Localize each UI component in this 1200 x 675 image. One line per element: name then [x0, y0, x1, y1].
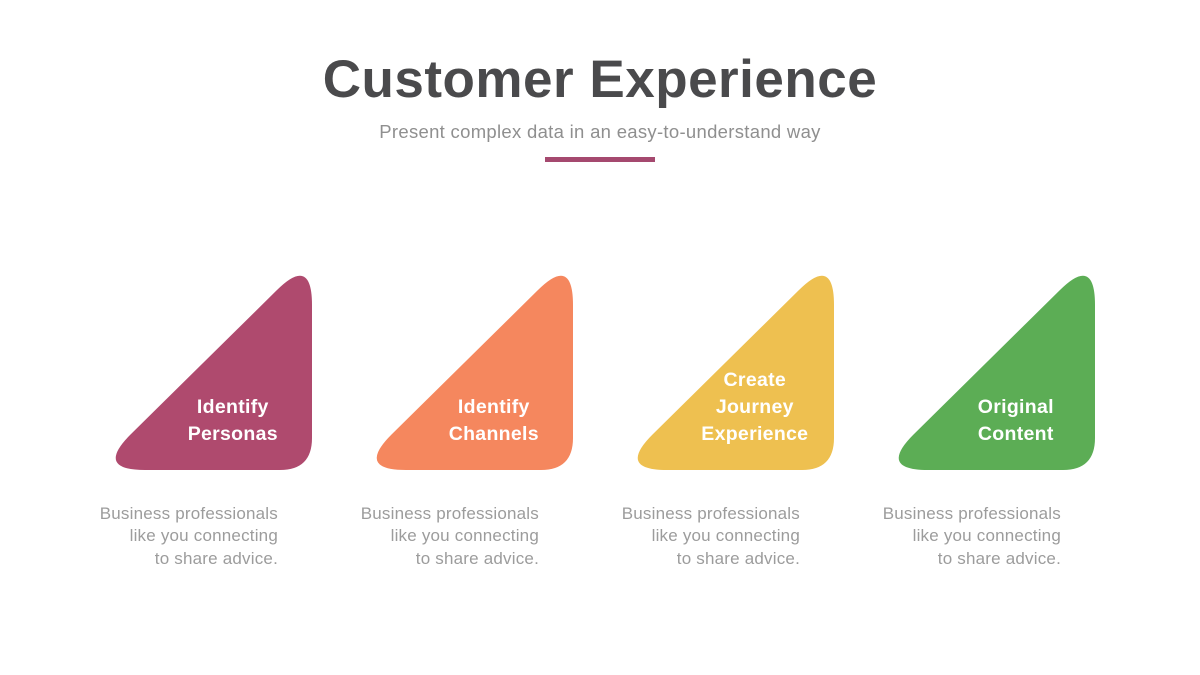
- triangle-icon: [637, 275, 834, 470]
- triangle-icon: [898, 275, 1095, 470]
- triangle-shape-identify-personas: Identify Personas: [95, 255, 312, 470]
- triangle-icon: [376, 275, 573, 470]
- card-label: Identify Channels: [448, 396, 539, 446]
- card-description: Business professionals like you connecti…: [99, 504, 278, 568]
- card-create-journey-experience: Create Journey Experience Business profe…: [617, 255, 834, 570]
- triangle-path: [898, 275, 1095, 470]
- cards-row: Identify Personas Business professionals…: [95, 255, 1095, 570]
- page-title: Customer Experience: [322, 50, 878, 109]
- card-label: Create Journey Experience: [701, 369, 809, 446]
- triangle-path: [376, 275, 573, 470]
- triangle-path: [637, 275, 834, 470]
- title-divider: [545, 157, 655, 162]
- triangle-shape-original-content: Original Content: [878, 255, 1095, 470]
- card-description: Business professionals like you connecti…: [621, 504, 800, 568]
- card-identify-personas: Identify Personas Business professionals…: [95, 255, 312, 570]
- page-subtitle: Present complex data in an easy-to-under…: [379, 121, 821, 142]
- card-description: Business professionals like you connecti…: [360, 504, 539, 568]
- card-label: Original Content: [977, 396, 1054, 446]
- triangle-shape-identify-channels: Identify Channels: [356, 255, 573, 470]
- triangle-path: [115, 275, 312, 470]
- card-identify-channels: Identify Channels Business professionals…: [356, 255, 573, 570]
- card-label: Identify Personas: [187, 396, 278, 446]
- triangle-shape-create-journey-experience: Create Journey Experience: [617, 255, 834, 470]
- card-original-content: Original Content Business professionals …: [878, 255, 1095, 570]
- card-description: Business professionals like you connecti…: [882, 504, 1061, 568]
- triangle-icon: [115, 275, 312, 470]
